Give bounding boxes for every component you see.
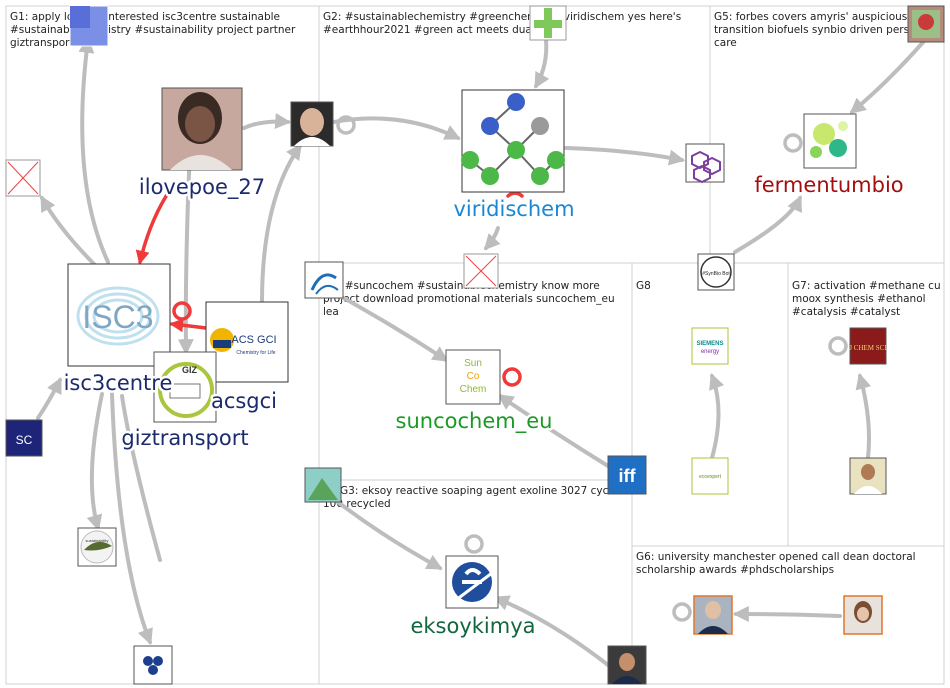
node-jchemsci-logo[interactable]: J CHEM SCI — [849, 327, 887, 365]
edge — [709, 373, 725, 460]
siemens-logo-line2: energy — [701, 349, 719, 355]
acs-logo-text: ACS GCI — [231, 334, 276, 346]
node-broken-image-g2[interactable] — [463, 253, 499, 289]
edge — [855, 372, 872, 460]
group-label-g8: G8 — [636, 280, 651, 292]
node-sc-logo[interactable]: SC — [5, 419, 43, 457]
node-man-avatar-g1[interactable] — [290, 101, 334, 147]
self-loop — [783, 133, 803, 153]
label-giztransport: giztransport — [121, 426, 248, 450]
label-eksoykimya: eksoykimya — [410, 614, 535, 638]
edge — [177, 148, 194, 356]
node-g3-avatar[interactable] — [304, 467, 342, 503]
node-g7-person-avatar[interactable] — [849, 457, 887, 495]
edge — [497, 394, 610, 468]
edge — [36, 377, 62, 420]
label-suncochem: suncochem_eu — [396, 409, 553, 434]
edge — [534, 38, 550, 89]
node-g6-man-avatar[interactable] — [693, 595, 733, 635]
self-loop — [828, 336, 848, 356]
node-giztransport-logo[interactable]: GIZ — [153, 351, 217, 423]
ecoexpert-logo-text: ecoexpert — [699, 474, 722, 480]
node-sustainability-logo[interactable]: sustainability — [77, 527, 117, 567]
label-acsgci: acsgci — [211, 389, 277, 413]
edge — [332, 116, 461, 140]
sunco-logo-line3: Chem — [460, 384, 487, 395]
group-box-g6 — [631, 545, 945, 685]
group-label-g2: G2: #sustainablechemistry #greenchemistr… — [323, 11, 681, 36]
node-g1-top-avatar[interactable] — [69, 5, 109, 47]
edge — [564, 146, 686, 166]
node-ilovepoe-avatar[interactable] — [161, 87, 243, 171]
node-g3-person-avatar[interactable] — [607, 645, 647, 685]
node-g2-top-avatar[interactable] — [529, 5, 567, 41]
node-fermentumbio-logo[interactable] — [803, 113, 857, 169]
edge — [328, 494, 443, 570]
node-suncochem-logo[interactable]: Sun Co Chem — [445, 349, 501, 405]
node-siemens-energy-logo[interactable]: SIEMENS energy — [691, 327, 729, 365]
label-ilovepoe: ilovepoe_27 — [139, 175, 265, 200]
node-ecoexpert-logo[interactable]: ecoexpert — [691, 457, 729, 495]
edges-highlighted — [135, 188, 524, 333]
label-viridischem: viridischem — [453, 197, 574, 221]
sustainability-logo-text: sustainability — [86, 538, 109, 543]
edge — [86, 392, 104, 532]
synbio-logo-text: #SynBio Bot — [702, 271, 730, 277]
node-g5-avatar[interactable] — [907, 5, 945, 43]
siemens-logo-line1: SIEMENS — [696, 341, 723, 347]
edge — [483, 226, 501, 251]
self-loop — [502, 367, 522, 387]
giz-logo-text: GIZ — [182, 365, 198, 375]
node-acsgci-logo[interactable]: ACS GCI Chemistry for Life — [205, 301, 289, 383]
group-label-g3: G3: eksoy reactive soaping agent exoline… — [323, 485, 642, 510]
node-synbio-bot-logo[interactable]: #SynBio Bot — [697, 253, 735, 291]
label-isc3centre: isc3centre — [64, 371, 173, 395]
node-eksoykimya-logo[interactable] — [445, 555, 499, 609]
edge — [110, 392, 153, 645]
edge — [733, 195, 802, 254]
acs-logo-subtext: Chemistry for Life — [236, 350, 275, 356]
node-viridischem-logo[interactable] — [461, 89, 565, 193]
sunco-logo-line2: Co — [467, 371, 480, 382]
edge — [78, 36, 110, 264]
group-label-g1: G1: apply looking interested isc3centre … — [10, 11, 296, 49]
jchem-logo-text: J CHEM SCI — [849, 344, 887, 352]
node-labels: ilovepoe_27 isc3centre acsgci giztranspo… — [61, 171, 906, 641]
edge — [242, 113, 292, 130]
sc-logo-text: SC — [16, 433, 33, 447]
self-loop — [464, 534, 484, 554]
edge — [120, 394, 162, 562]
node-hexagon-logo-g1[interactable] — [133, 645, 173, 685]
edge — [732, 606, 842, 623]
node-g4-logo[interactable] — [304, 261, 344, 299]
self-loop — [336, 115, 356, 135]
isc3-logo-text: ISC3 — [82, 299, 153, 335]
edge — [849, 38, 927, 115]
edges — [36, 36, 927, 667]
self-loop — [172, 301, 192, 321]
edge-highlight — [135, 188, 172, 265]
iff-logo-text: iff — [619, 466, 637, 486]
edge — [260, 143, 302, 304]
node-broken-image-avatar[interactable] — [5, 159, 41, 197]
group-box-g8 — [631, 262, 789, 547]
group-label-g6: G6: university manchester opened call de… — [636, 551, 916, 576]
edge — [493, 595, 610, 667]
self-loop — [672, 602, 692, 622]
node-g6-woman-avatar[interactable] — [843, 595, 883, 635]
label-fermentumbio: fermentumbio — [754, 173, 903, 197]
node-isc3centre-logo[interactable]: ISC3 — [67, 263, 171, 367]
node-hexagon-logo-g2[interactable] — [685, 143, 725, 184]
sunco-logo-line1: Sun — [464, 358, 482, 369]
edge-highlight — [506, 191, 524, 198]
edge — [40, 195, 98, 268]
group-label-g4: G4: #suncochem #sustainablechemistry kno… — [323, 280, 615, 318]
node-iff-logo[interactable]: iff — [607, 455, 647, 495]
edge-highlight — [169, 318, 208, 333]
